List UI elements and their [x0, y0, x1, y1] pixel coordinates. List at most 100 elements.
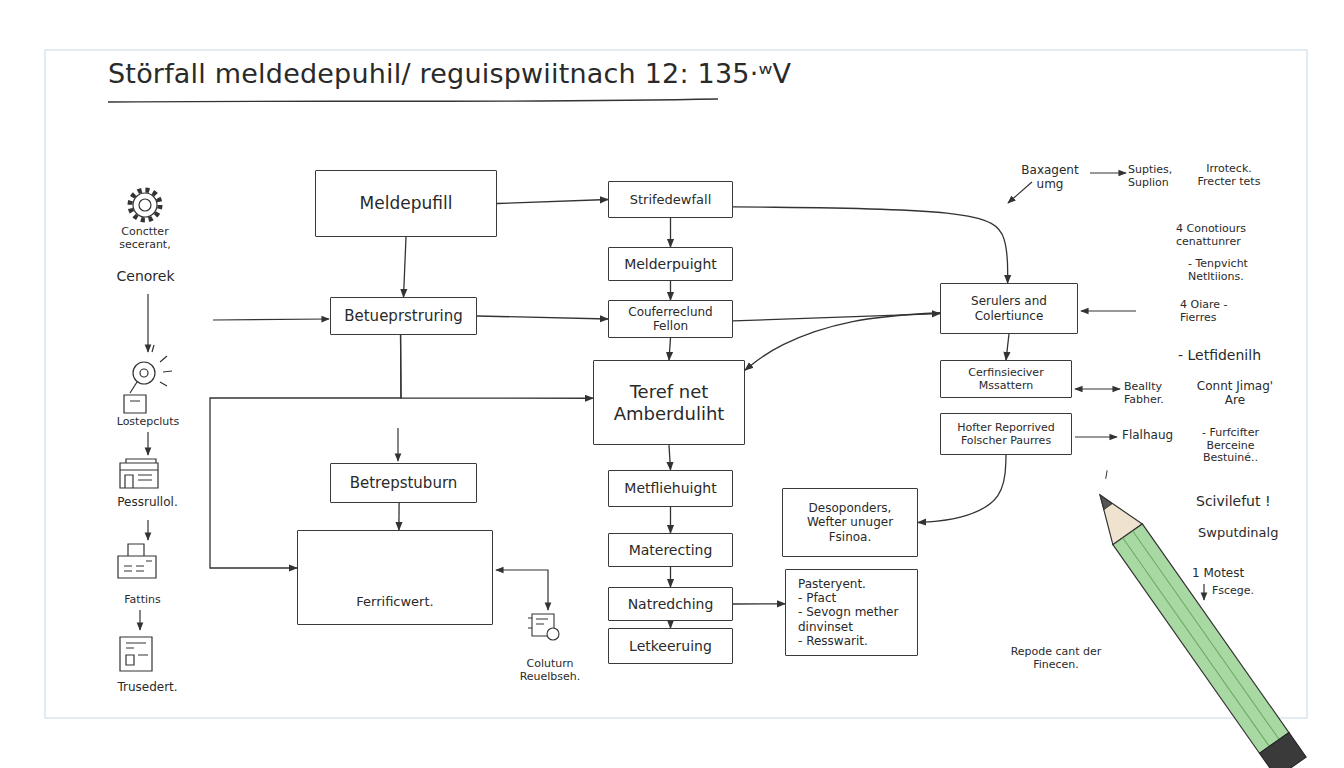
box-text: Teref net Amberduliht	[600, 381, 738, 424]
note-label: Fattins	[105, 594, 180, 607]
box-text: Cerfinsieciver Mssattern	[947, 366, 1065, 392]
flow-connector	[404, 237, 407, 297]
process-box: Pasteryent.- Pfact- Sevogn mether dinvin…	[785, 569, 918, 656]
box-text: Strifedewfall	[630, 192, 712, 208]
note-label: Swputdinalg	[1198, 526, 1308, 541]
flow-connector	[670, 567, 671, 587]
box-text: - Resswarit.	[798, 634, 868, 648]
process-box: Melderpuight	[608, 247, 733, 281]
note-label: Repode cant der Finecen.	[1006, 646, 1106, 671]
flow-connector	[670, 507, 671, 533]
flow-connector	[733, 207, 1008, 283]
process-box: Cerfinsieciver Mssattern	[940, 360, 1072, 398]
double-arrow	[1075, 388, 1120, 389]
magnifier-lens	[140, 369, 148, 377]
box-text: Hofter Reporrived Folscher Paurres	[947, 421, 1065, 447]
note-label: Flalhaug	[1122, 429, 1192, 443]
process-box: Couferreclund Fellon	[608, 300, 733, 338]
note-label: Beallty Fabher.	[1124, 381, 1184, 406]
note-label: Irroteck. Frecter tets	[1194, 163, 1264, 188]
flow-connector	[477, 316, 608, 319]
box-text: Betrepstuburn	[350, 474, 458, 492]
flow-connector	[670, 281, 671, 300]
box-text: - Sevogn mether dinvinset	[798, 605, 911, 634]
note-label: Baxagent umg	[1010, 164, 1090, 192]
box-text: Desoponders,	[809, 501, 892, 515]
note-label: Cenorek	[108, 268, 183, 284]
note-label: Connt Jimag' Are	[1190, 380, 1280, 408]
process-box: Natredching	[608, 587, 733, 621]
process-box: Strifedewfall	[608, 181, 733, 218]
shop-icon	[120, 459, 158, 488]
flow-connector	[670, 621, 671, 628]
box-text: Meldepufill	[360, 193, 453, 213]
note-label: 1 Motest	[1192, 567, 1272, 581]
note-label: 4 Oiare - Fierres	[1180, 299, 1242, 324]
flow-arrow	[147, 520, 148, 540]
pencil-stroke	[1102, 470, 1110, 478]
alert-rays	[152, 345, 172, 386]
connector-group	[210, 200, 1009, 629]
left-icons	[118, 190, 172, 671]
process-box: Metfliehuight	[608, 470, 733, 507]
pencil-illustration	[1076, 470, 1308, 768]
process-box: Hofter Reporrived Folscher Paurres	[940, 413, 1072, 455]
box-text: Wefter unuger Fsinoa.	[789, 515, 911, 544]
process-box: Serulers and Colertiunce	[940, 283, 1078, 334]
pencil-facet	[1133, 531, 1280, 740]
note-arrow	[1203, 584, 1204, 600]
box-text: Materecting	[629, 542, 713, 559]
diagram-title: Störfall meldedepuhil/ reguispwiitnach 1…	[108, 58, 791, 89]
note-arrow	[1075, 436, 1117, 437]
note-label: 4 Conotiours cenattunrer	[1176, 223, 1286, 248]
note-label: - Furfcifter Berceine Bestuiné..	[1183, 427, 1278, 465]
pencil-facet	[1123, 538, 1270, 747]
report-seal	[547, 628, 559, 640]
magnifier-icon	[133, 362, 155, 384]
box-text: Pasteryent.	[798, 577, 866, 591]
box-text: Letkeeruing	[629, 638, 712, 655]
flow-connector	[669, 338, 671, 360]
flow-arrow	[139, 610, 140, 630]
process-box: Letkeeruing	[608, 628, 733, 664]
process-box: Betueprstruring	[330, 297, 477, 335]
note-label: Coluturn Reuelbseh.	[500, 658, 600, 683]
gear-teeth	[130, 190, 160, 220]
loose-arrows	[213, 173, 1204, 610]
note-label: Conctter secerant,	[105, 226, 185, 251]
gear-body	[133, 193, 157, 217]
box-text: Natredching	[628, 596, 714, 613]
person-icon	[124, 382, 146, 413]
incoming-arrow	[213, 319, 329, 320]
box-icons	[370, 546, 559, 640]
flow-connector	[1006, 334, 1009, 360]
process-box: Meldepufill	[315, 170, 497, 237]
flow-connector	[670, 218, 671, 247]
flow-connector	[398, 503, 399, 530]
flow-connector	[733, 603, 785, 605]
flow-connector	[210, 335, 401, 568]
device-icon	[120, 637, 152, 671]
seal-icon	[392, 567, 406, 581]
note-arrow	[1008, 182, 1032, 203]
flow-connector	[497, 200, 608, 204]
box-text: Betueprstruring	[344, 307, 463, 325]
flow-connector	[918, 455, 1006, 523]
process-box: Ferrificwert.	[297, 530, 493, 625]
printer-icon	[118, 544, 156, 578]
box-text: Metfliehuight	[624, 480, 716, 497]
note-label: Lostepcluts	[103, 416, 193, 429]
note-label: Trusedert.	[100, 681, 195, 695]
box-text: Melderpuight	[624, 256, 717, 273]
box-text: Couferreclund Fellon	[615, 305, 726, 334]
box-text: Serulers and Colertiunce	[947, 294, 1071, 323]
incoming-arrow	[397, 428, 398, 461]
note-label: - Letfidenilh	[1178, 347, 1288, 363]
page-frame	[45, 50, 1307, 718]
note-label: Fscege.	[1212, 585, 1272, 598]
double-arrow	[496, 570, 548, 610]
